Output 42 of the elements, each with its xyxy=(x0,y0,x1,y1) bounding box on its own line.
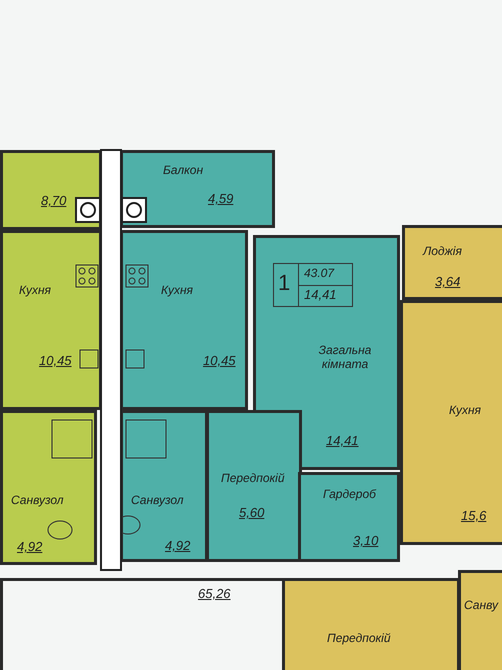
room-floor xyxy=(120,230,248,410)
room-floor xyxy=(0,410,97,565)
room-name: Кухня xyxy=(449,403,481,417)
apartment-info-box xyxy=(273,263,353,307)
area-value: 14,41 xyxy=(326,433,359,448)
room-name: Санвузол xyxy=(131,493,184,507)
room-name: Загальна кімната xyxy=(318,343,372,371)
total-area: 43.07 xyxy=(304,266,334,280)
room-name: Кухня xyxy=(161,283,193,297)
room-floor xyxy=(298,472,400,562)
area-value: 10,45 xyxy=(203,353,236,368)
room-name: Лоджія xyxy=(423,244,462,258)
room-name: Балкон xyxy=(163,163,204,177)
room-floor xyxy=(253,235,400,470)
room-floor xyxy=(0,150,102,230)
area-value: 3,10 xyxy=(353,533,378,548)
room-name: Гардероб xyxy=(323,487,376,501)
room-floor xyxy=(120,410,208,562)
area-value: 10,45 xyxy=(39,353,72,368)
room-name: Санвузол xyxy=(11,493,64,507)
room-floor xyxy=(402,225,502,300)
room-floor xyxy=(120,150,275,228)
room-name: Передпокій xyxy=(221,471,284,485)
room-floor xyxy=(206,410,302,562)
room-floor xyxy=(282,578,460,670)
area-value: 8,70 xyxy=(41,193,66,208)
room-name: Санву xyxy=(464,598,498,612)
area-value: 4,59 xyxy=(208,191,234,206)
room-name: Кухня xyxy=(19,283,51,297)
area-value: 5,60 xyxy=(239,505,264,520)
area-value: 4,92 xyxy=(165,538,190,553)
area-value: 65,26 xyxy=(198,586,231,601)
living-area: 14,41 xyxy=(304,287,337,302)
room-name: Передпокій xyxy=(327,631,390,645)
area-value: 15,6 xyxy=(461,508,486,523)
area-value: 3,64 xyxy=(435,274,460,289)
room-floor xyxy=(458,570,502,670)
apartment-number: 1 xyxy=(278,270,290,296)
room-floor xyxy=(0,230,102,410)
room-floor xyxy=(400,300,502,545)
room-floor xyxy=(0,578,285,670)
area-value: 4,92 xyxy=(17,539,42,554)
